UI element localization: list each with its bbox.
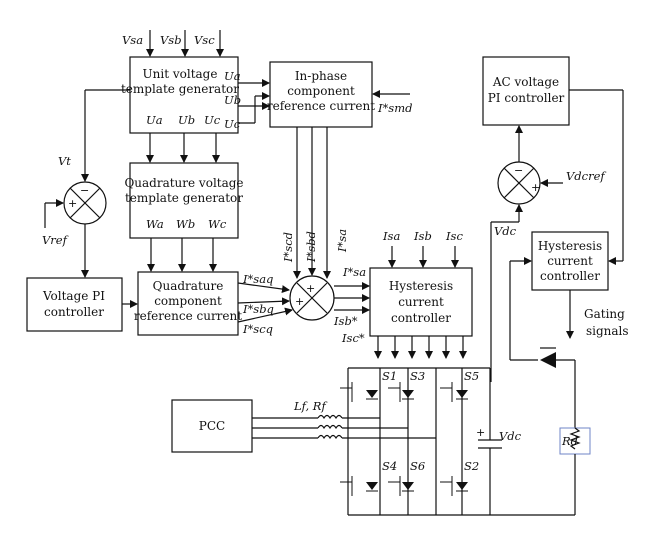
quad-ref-line2: component <box>154 294 222 308</box>
switch-s2 <box>440 476 468 496</box>
label-wb: Wb <box>176 217 195 231</box>
sum-junction-currents: + + <box>289 275 335 321</box>
in-phase-reference-block: In-phase component reference current <box>267 61 375 128</box>
label-ismd: I*smd <box>377 101 412 115</box>
label-uc: Uc <box>204 113 221 127</box>
label-ub-right: Ub <box>224 93 241 107</box>
label-isbq: I*sbq <box>242 302 274 316</box>
label-isc: Isc <box>445 229 463 243</box>
label-vt: Vt <box>58 154 71 168</box>
hyst-right-line3: controller <box>540 269 600 283</box>
unit-template-line2: template generator <box>121 82 239 96</box>
label-s3: S3 <box>410 369 425 383</box>
ac-pi-line2: PI controller <box>488 91 565 105</box>
label-uc-right: Uc <box>224 117 241 131</box>
switch-s3 <box>388 382 414 402</box>
cap-plus: + <box>476 426 485 439</box>
signal-labels: Vsa Vsb Vsc Ua Ub Uc Ua Ub Uc Wa Wb Wc V… <box>42 33 629 473</box>
label-isbd: I*sbd <box>304 231 318 263</box>
in-phase-line3: reference current <box>267 99 375 113</box>
label-s4: S4 <box>382 459 397 473</box>
label-gating-line2: signals <box>586 324 629 338</box>
ac-voltage-pi-block: AC voltage PI controller <box>482 56 570 126</box>
label-s6: S6 <box>410 459 425 473</box>
label-iscq: I*scq <box>242 322 273 336</box>
sum-junction-vdc: − + <box>497 161 541 205</box>
quadrature-reference-block: Quadrature component reference current <box>134 271 242 336</box>
sum-cur-plus-top: + <box>306 282 315 295</box>
ac-pi-line1: AC voltage <box>492 75 559 89</box>
label-isb: Isb <box>413 229 432 243</box>
label-isa: Isa <box>382 229 400 243</box>
label-s2: S2 <box>464 459 479 473</box>
switch-s5 <box>440 382 468 402</box>
unit-voltage-template-block: Unit voltage template generator <box>121 56 239 134</box>
pcc-block: PCC <box>171 399 253 453</box>
quad-template-line2: template generator <box>125 191 243 205</box>
quadrature-template-block: Quadrature voltage template generator <box>124 162 244 239</box>
quad-template-line1: Quadrature voltage <box>124 176 243 190</box>
label-isa-star: I*sa <box>342 265 366 279</box>
label-vdc-cap: Vdc <box>499 429 522 443</box>
label-vref: Vref <box>42 233 69 247</box>
sum-vt-plus: + <box>68 197 77 210</box>
hyst-main-line2: current <box>398 295 444 309</box>
signal-wires <box>44 30 624 382</box>
in-phase-line1: In-phase <box>295 69 347 83</box>
in-phase-line2: component <box>287 84 355 98</box>
label-lf-rf: Lf, Rf <box>293 399 327 413</box>
unit-template-line1: Unit voltage <box>143 67 218 81</box>
label-s1: S1 <box>382 369 397 383</box>
label-vdc: Vdc <box>494 224 517 238</box>
label-vsa: Vsa <box>122 33 143 47</box>
label-isc-star: Isc* <box>341 331 365 345</box>
label-ua-right: Ua <box>224 69 241 83</box>
label-vsb: Vsb <box>160 33 182 47</box>
label-wc: Wc <box>208 217 227 231</box>
label-s5: S5 <box>464 369 479 383</box>
quad-ref-line3: reference current <box>134 309 242 323</box>
switch-s1 <box>340 382 378 402</box>
hysteresis-right-block: Hysteresis current controller <box>531 231 609 291</box>
label-gating-line1: Gating <box>584 307 625 321</box>
hyst-main-line1: Hysteresis <box>389 279 453 293</box>
power-circuit: + <box>252 344 591 516</box>
hyst-right-line1: Hysteresis <box>538 239 602 253</box>
label-isa-d: I*sa <box>335 229 349 253</box>
sum-vdc-minus: − <box>514 164 523 177</box>
label-wa: Wa <box>146 217 164 231</box>
switch-s6 <box>388 476 414 496</box>
label-ub: Ub <box>178 113 195 127</box>
sum-vt-minus: − <box>80 184 89 197</box>
label-ua: Ua <box>146 113 163 127</box>
quad-ref-line1: Quadrature <box>153 279 224 293</box>
hysteresis-main-block: Hysteresis current controller <box>369 267 473 337</box>
label-iscd: I*scd <box>281 232 295 263</box>
sum-cur-plus-left: + <box>295 295 304 308</box>
voltage-pi-block: Voltage PI controller <box>26 277 123 332</box>
voltage-pi-line2: controller <box>44 305 104 319</box>
pcc-label: PCC <box>199 419 225 433</box>
label-vsc: Vsc <box>194 33 215 47</box>
label-rd: Rd <box>561 434 578 448</box>
label-isaq: I*saq <box>242 272 273 286</box>
sum-junction-vt: − + <box>63 181 107 225</box>
sum-vdc-plus: + <box>531 181 540 194</box>
hyst-main-line3: controller <box>391 311 451 325</box>
voltage-pi-line1: Voltage PI <box>42 289 105 303</box>
label-vdcref: Vdcref <box>566 169 606 183</box>
switch-s4 <box>340 476 378 496</box>
label-isb-star: Isb* <box>333 314 358 328</box>
hyst-right-line2: current <box>547 254 593 268</box>
